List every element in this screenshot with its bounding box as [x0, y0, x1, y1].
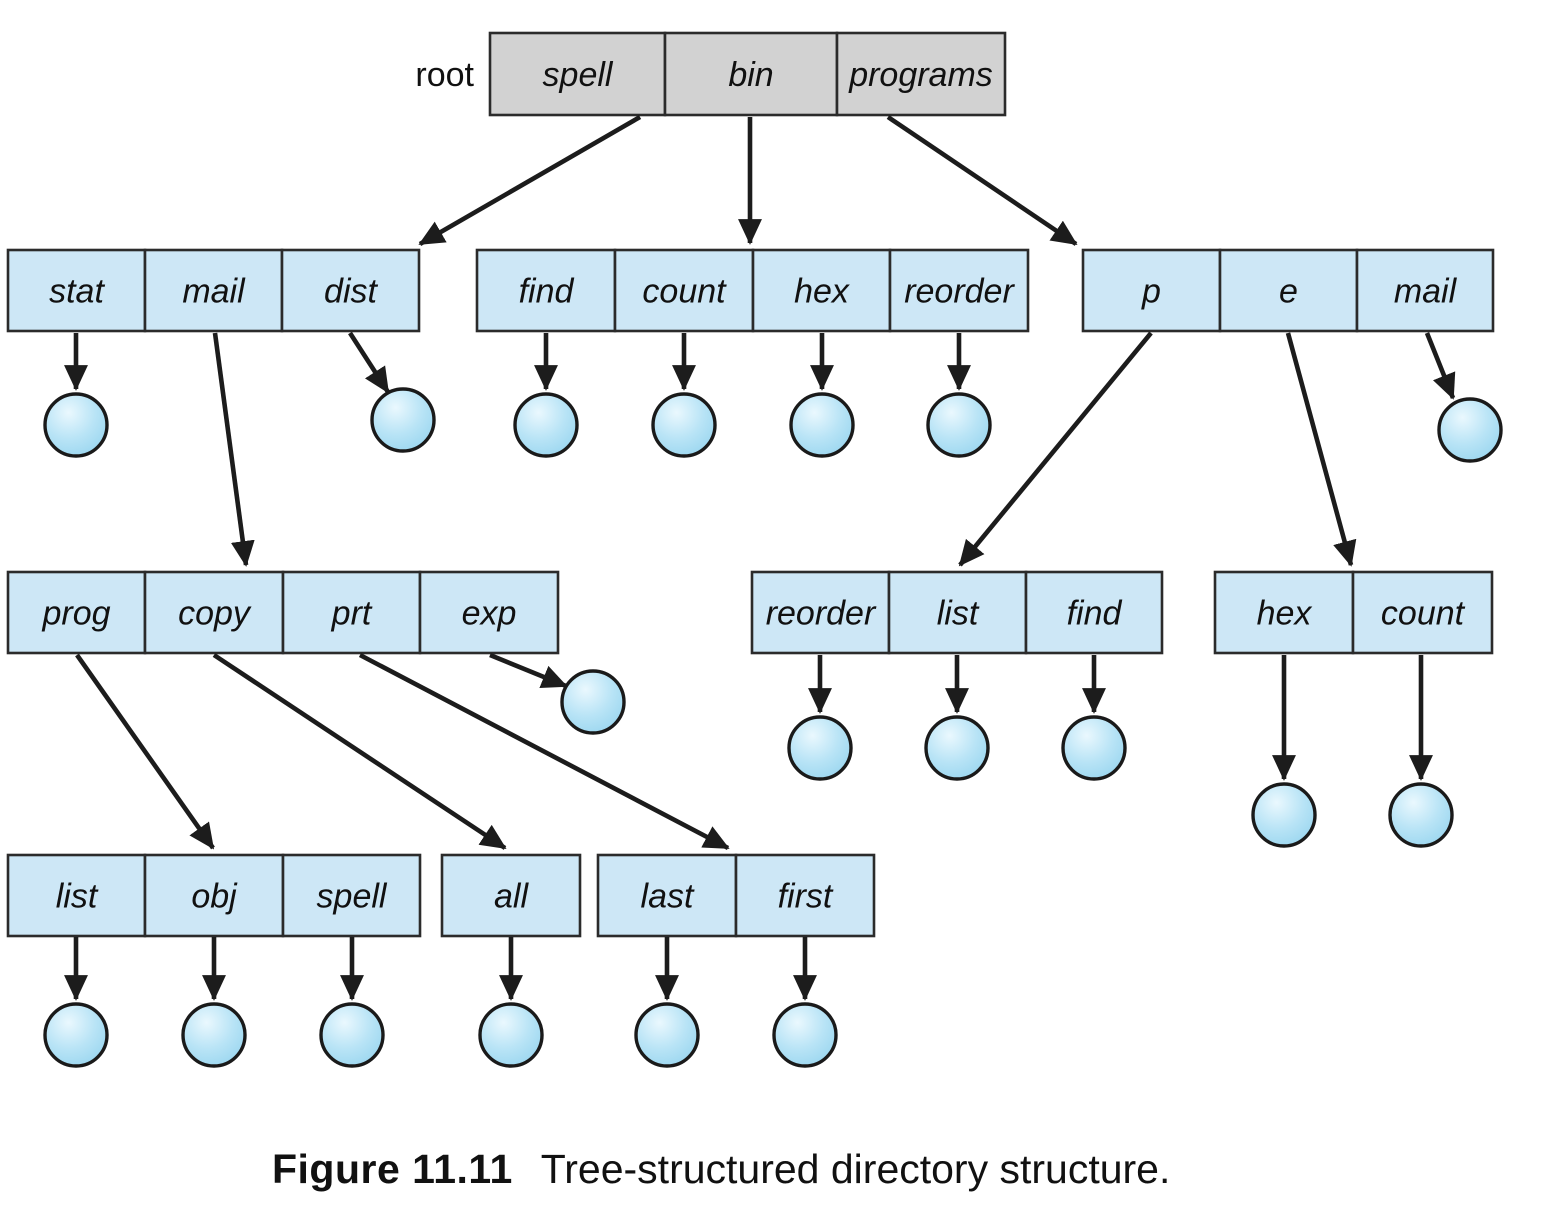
arrow-exp-to-file — [489, 652, 568, 689]
file-count-e — [1388, 782, 1454, 848]
dir-mail-label-prog: prog — [41, 595, 110, 633]
root-directory-label-spell: spell — [543, 56, 614, 94]
dir-bin-label-count: count — [642, 273, 727, 311]
dir-copy: all — [440, 853, 582, 938]
dir-p-cell-list — [887, 570, 1028, 655]
dir-spell-label-stat: stat — [49, 273, 105, 311]
dir-p-label-list: list — [937, 595, 980, 633]
dir-mail-label-copy: copy — [178, 595, 252, 633]
file-spell-b — [319, 1002, 385, 1068]
dir-bin-cell-find — [475, 248, 617, 333]
figure-caption-number: Figure 11.11 — [272, 1146, 513, 1192]
root-directory-cell-spell — [488, 31, 667, 117]
dir-prt-cell-last — [596, 853, 738, 938]
dir-bin-label-find: find — [519, 273, 575, 311]
file-reorder-p — [787, 715, 853, 781]
dir-bin: find count hex reorder — [475, 248, 1030, 333]
dir-programs-cell-e — [1218, 248, 1359, 333]
dir-programs-cell-mail — [1355, 248, 1495, 333]
dir-mail-cell-prt — [281, 570, 422, 655]
dir-e: hex count — [1213, 570, 1494, 655]
arrow-spell-to-table — [418, 115, 642, 246]
file-count — [651, 392, 717, 458]
dir-bin-label-hex: hex — [794, 273, 850, 311]
arrow-dist-to-file — [348, 331, 390, 394]
file-hex-e — [1251, 782, 1317, 848]
arrow-copy-to-table — [212, 653, 507, 850]
dir-spell-label-dist: dist — [324, 273, 378, 311]
dir-spell-label-mail: mail — [182, 273, 246, 311]
dir-prog-label-obj: obj — [191, 878, 238, 916]
dir-p-cell-reorder — [750, 570, 891, 655]
arrow-mail2-to-file — [1424, 332, 1456, 400]
file-list-p — [924, 715, 990, 781]
root-directory-cell-bin — [663, 31, 839, 117]
dir-bin-cell-count — [613, 248, 755, 333]
dir-bin-label-reorder: reorder — [904, 273, 1015, 311]
dir-copy-label-all: all — [494, 878, 529, 916]
dir-prog: list obj spell — [6, 853, 422, 938]
dir-bin-cell-hex — [751, 248, 892, 333]
dir-prog-label-spell: spell — [317, 878, 388, 916]
file-stat — [43, 392, 109, 458]
dir-prt-cell-first — [734, 853, 876, 938]
dir-prog-cell-list — [6, 853, 147, 938]
dir-programs-label-p: p — [1141, 273, 1161, 311]
dir-p-label-reorder: reorder — [766, 595, 877, 633]
figure-caption: Figure 11.11 Tree-structured directory st… — [272, 1146, 1170, 1193]
dir-e-cell-count — [1351, 570, 1494, 655]
dir-mail-cell-exp — [418, 570, 560, 655]
dir-e-label-count: count — [1381, 595, 1466, 633]
arrow-prog-to-table — [75, 653, 215, 850]
file-hex — [789, 392, 855, 458]
dir-mail: prog copy prt exp — [6, 570, 560, 655]
dir-prt-label-last: last — [641, 878, 695, 916]
dir-programs-label-mail: mail — [1394, 273, 1458, 311]
file-find-p — [1061, 715, 1127, 781]
file-mail-right — [1437, 397, 1503, 463]
figure-caption-text: Tree-structured directory structure. — [540, 1146, 1171, 1192]
dir-bin-cell-reorder — [888, 248, 1030, 333]
arrow-programs-to-table — [886, 115, 1078, 246]
dir-p-label-find: find — [1067, 595, 1123, 633]
file-find — [513, 392, 579, 458]
dir-prt-label-first: first — [778, 878, 834, 916]
file-exp — [560, 669, 626, 735]
file-all — [478, 1002, 544, 1068]
root-label: root — [415, 56, 474, 94]
arrow-mail-to-table — [212, 332, 255, 567]
root-directory-cell-programs — [835, 31, 1007, 117]
file-dist — [370, 387, 436, 453]
dir-prog-cell-spell — [281, 853, 422, 938]
file-last — [634, 1002, 700, 1068]
dir-prt: last first — [596, 853, 876, 938]
dir-mail-label-prt: prt — [331, 595, 373, 633]
dir-mail-label-exp: exp — [462, 595, 517, 633]
file-first — [772, 1002, 838, 1068]
dir-programs-label-e: e — [1279, 273, 1298, 311]
dir-programs: p e mail — [1081, 248, 1495, 333]
dir-p-cell-find — [1024, 570, 1164, 655]
file-obj — [181, 1002, 247, 1068]
arrow-e-to-table — [1285, 332, 1357, 567]
dir-p: reorder list find — [750, 570, 1164, 655]
dir-spell: stat mail dist — [6, 248, 421, 333]
dir-e-label-hex: hex — [1257, 595, 1313, 633]
dir-prog-label-list: list — [56, 878, 99, 916]
root-directory-label-bin: bin — [728, 56, 773, 94]
dir-spell-cell-mail — [143, 248, 284, 333]
dir-copy-cell-all — [440, 853, 582, 938]
arrow-prt-to-table — [358, 652, 730, 851]
dir-e-cell-hex — [1213, 570, 1355, 655]
dir-mail-cell-prog — [6, 570, 147, 655]
dir-spell-cell-dist — [280, 248, 421, 333]
file-reorder — [926, 392, 992, 458]
file-list-b — [43, 1002, 109, 1068]
root-directory-label-programs: programs — [848, 56, 993, 94]
root-directory: spell bin programs root — [415, 31, 1007, 117]
arrow-p-to-table — [958, 331, 1153, 567]
